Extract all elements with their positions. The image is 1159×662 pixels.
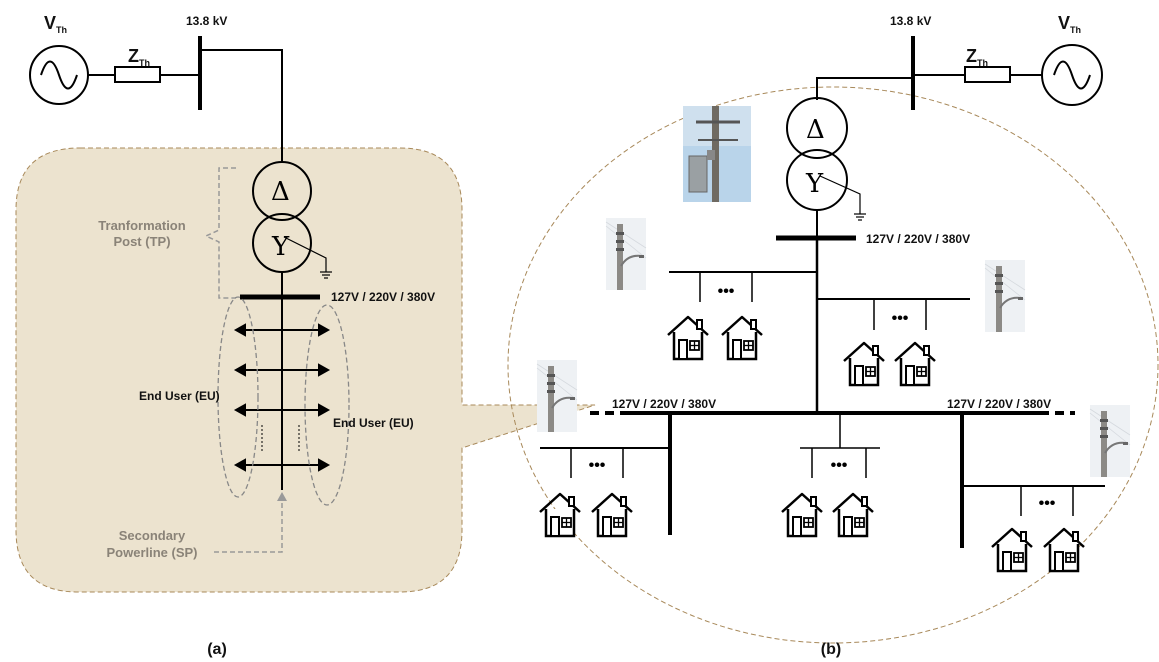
ground-icon — [854, 206, 866, 220]
caption-a: (a) — [207, 641, 227, 658]
house-icon — [1044, 529, 1084, 571]
lv-voltage-right: 127V / 220V / 380V — [947, 397, 1051, 411]
lv-voltage-left: 127V / 220V / 380V — [612, 397, 716, 411]
house-icon — [992, 529, 1032, 571]
house-icon — [833, 494, 873, 536]
street-light-icon — [537, 360, 577, 432]
ac-source-icon — [30, 46, 88, 104]
street-light-icon — [1090, 405, 1130, 477]
panel-a: VTh ZTh 13.8 kV Δ Y Tranformation Post (… — [16, 13, 595, 658]
wye-symbol: Y — [805, 169, 824, 199]
panel-b: VTh ZTh 13.8 kV Δ Y 127V / 220V / — [508, 13, 1158, 658]
impedance-label: ZTh — [966, 46, 988, 68]
impedance-label: ZTh — [128, 46, 150, 68]
house-icon — [592, 494, 632, 536]
ellipsis-3: ••• — [589, 457, 606, 474]
house-icon — [895, 343, 935, 385]
hv-bus-voltage: 13.8 kV — [186, 14, 227, 28]
house-icon — [844, 343, 884, 385]
sp-label-line2: Powerline (SP) — [106, 545, 197, 560]
wye-symbol: Y — [271, 232, 290, 262]
house-icon — [540, 494, 580, 536]
ellipsis-2: ••• — [892, 310, 909, 327]
eu-label-right: End User (EU) — [333, 416, 414, 430]
house-icon — [782, 494, 822, 536]
caption-b: (b) — [821, 641, 841, 658]
lv-voltage-label: 127V / 220V / 380V — [331, 290, 435, 304]
street-light-icon — [606, 218, 646, 290]
ellipsis-5: ••• — [1039, 495, 1056, 512]
house-icon — [722, 317, 762, 359]
delta-symbol: Δ — [271, 177, 290, 207]
source-label: VTh — [44, 13, 67, 35]
impedance-icon — [965, 67, 1010, 82]
impedance-icon — [115, 67, 160, 82]
tp-label-line1: Tranformation — [98, 218, 185, 233]
delta-symbol: Δ — [806, 115, 825, 145]
ellipsis-1: ••• — [718, 283, 735, 300]
pole-transformer-photo — [683, 106, 751, 202]
eu-label-left: End User (EU) — [139, 389, 220, 403]
ac-source-icon — [1042, 45, 1102, 105]
source-label: VTh — [1058, 13, 1081, 35]
house-icon — [668, 317, 708, 359]
tp-label-line2: Post (TP) — [113, 234, 170, 249]
sp-label-line1: Secondary — [119, 528, 186, 543]
lv-voltage-top: 127V / 220V / 380V — [866, 232, 970, 246]
street-light-icon — [985, 260, 1025, 332]
ellipsis-4: ••• — [831, 457, 848, 474]
hv-bus-voltage: 13.8 kV — [890, 14, 931, 28]
